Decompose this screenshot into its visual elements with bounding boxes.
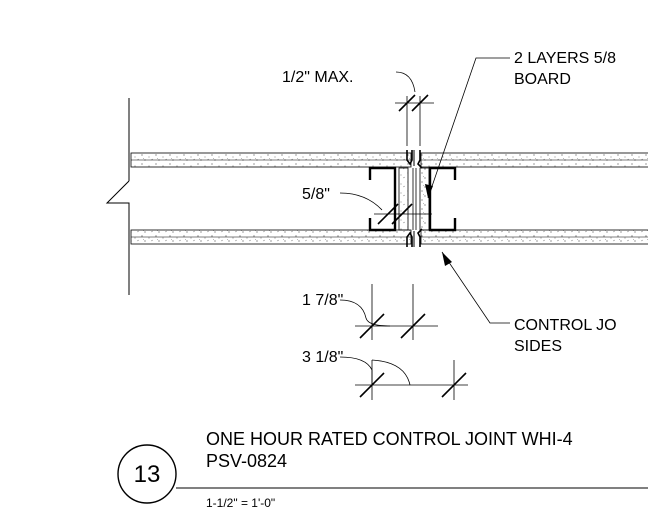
max-gap-label: 1/2" MAX.: [282, 69, 353, 86]
small-dimension-label: 1 7/8": [302, 292, 343, 309]
large-dimension: [339, 356, 468, 400]
large-dimension-label: 3 1/8": [302, 349, 343, 366]
stud-gap-dimension: [339, 192, 432, 225]
detail-number-bubble: [117, 444, 177, 504]
bottom-board-layers: [130, 229, 648, 245]
control-joint-trim: [406, 150, 423, 247]
small-dimension: [339, 284, 438, 340]
wall-break-line: [105, 98, 130, 295]
layers-label-line2: BOARD: [514, 71, 571, 88]
control-label-line1: CONTROL JO: [514, 317, 617, 334]
stud-gap-label: 5/8": [302, 186, 330, 203]
detail-number: 13: [134, 461, 161, 488]
layers-label-line1: 2 LAYERS 5/8: [514, 50, 616, 67]
control-label-line2: SIDES: [514, 338, 562, 355]
detail-title: ONE HOUR RATED CONTROL JOINT WHI-4: [206, 429, 573, 449]
layers-leader: [425, 57, 510, 199]
top-board-layers: [130, 152, 648, 168]
control-joint-leader: [441, 251, 510, 324]
max-gap-dimension: [395, 71, 434, 146]
detail-reference: PSV-0824: [206, 451, 287, 471]
detail-scale: 1-1/2" = 1'-0": [206, 496, 275, 510]
metal-studs: [368, 166, 457, 232]
